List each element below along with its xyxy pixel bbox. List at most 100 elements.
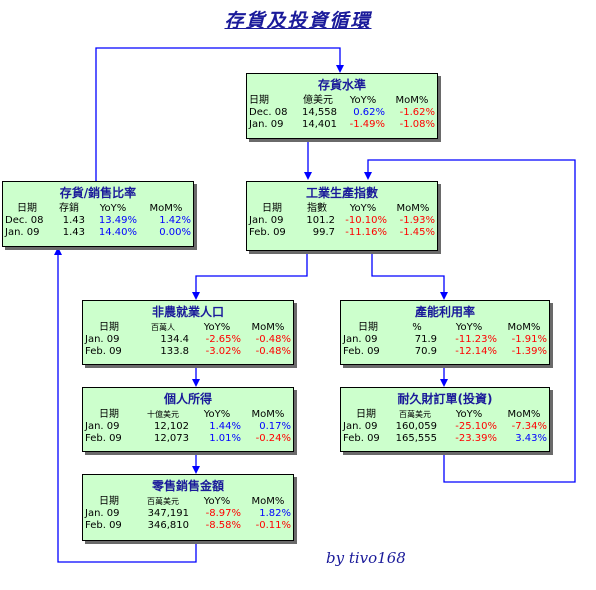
cell-date: Feb. 09 <box>343 433 380 444</box>
cell-mom: -1.93% <box>399 215 435 226</box>
header-date: 日期 <box>99 409 119 420</box>
header-mom: MoM% <box>251 322 285 333</box>
box-durable-goods-orders: 耐久財訂單(投資) 日期 百萬美元 YoY% MoM% Jan. 09 160,… <box>340 387 550 452</box>
arrow-production-to-capacity <box>371 251 448 300</box>
cell-value: 347,191 <box>147 508 189 519</box>
cell-mom: -1.39% <box>511 346 547 357</box>
cell-value: 14,558 <box>302 107 337 118</box>
header-mom: MoM% <box>396 203 430 214</box>
cell-value: 1.43 <box>62 215 85 226</box>
header-date: 日期 <box>99 322 119 333</box>
table-row: Jan. 09 134.4 -2.65% -0.48% <box>83 334 293 346</box>
cell-mom: 0.17% <box>259 421 291 432</box>
table-row: Jan. 09 71.9 -11.23% -1.91% <box>341 334 549 346</box>
table-row: Dec. 08 14,558 0.62% -1.62% <box>247 107 437 119</box>
cell-yoy: -25.10% <box>455 421 497 432</box>
cell-value: 101.2 <box>306 215 335 226</box>
cell-yoy: -11.16% <box>345 227 387 238</box>
header-yoy: YoY% <box>455 409 483 420</box>
cell-yoy: 13.49% <box>98 215 137 226</box>
cell-date: Jan. 09 <box>85 421 120 432</box>
header-value: 百萬美元 <box>147 497 179 506</box>
box-title: 非農就業人口 <box>151 305 224 319</box>
cell-mom: -1.62% <box>399 107 435 118</box>
cell-value: 14,401 <box>302 119 337 130</box>
table-row: Feb. 09 99.7 -11.16% -1.45% <box>247 227 437 239</box>
cell-value: 70.9 <box>414 346 437 357</box>
cell-value: 12,073 <box>154 433 189 444</box>
cell-yoy: -3.02% <box>205 346 241 357</box>
header-date: 日期 <box>262 203 282 214</box>
header-value: % <box>412 322 422 333</box>
cell-date: Feb. 09 <box>85 520 122 531</box>
header-value: 億美元 <box>303 95 333 106</box>
cell-yoy: 1.01% <box>209 433 241 444</box>
header-date: 日期 <box>99 496 119 507</box>
data-table: 日期 百萬美元 YoY% MoM% Jan. 09 347,191 -8.97%… <box>83 496 293 532</box>
box-capacity-utilization: 產能利用率 日期 % YoY% MoM% Jan. 09 71.9 -11.23… <box>340 300 550 365</box>
cell-mom: -0.11% <box>255 520 291 531</box>
box-industrial-production: 工業生產指數 日期 指數 YoY% MoM% Jan. 09 101.2 -10… <box>246 181 438 251</box>
cell-date: Jan. 09 <box>249 119 284 130</box>
cell-date: Dec. 08 <box>5 215 44 226</box>
header-value: 指數 <box>307 203 327 214</box>
header-yoy: YoY% <box>349 203 377 214</box>
header-mom: MoM% <box>149 203 183 214</box>
cell-date: Jan. 09 <box>85 508 120 519</box>
header-yoy: YoY% <box>203 409 231 420</box>
cell-value: 99.7 <box>312 227 335 238</box>
cell-mom: 1.42% <box>159 215 191 226</box>
table-row: Dec. 08 1.43 13.49% 1.42% <box>3 215 193 227</box>
cell-date: Jan. 09 <box>249 215 284 226</box>
cell-date: Jan. 09 <box>5 227 40 238</box>
cell-value: 12,102 <box>154 421 189 432</box>
header-mom: MoM% <box>395 95 429 106</box>
cell-mom: -0.24% <box>255 433 291 444</box>
box-title: 存貨/銷售比率 <box>59 186 137 200</box>
box-title: 個人所得 <box>163 392 212 406</box>
cell-yoy: 14.40% <box>98 227 137 238</box>
data-table: 日期 億美元 YoY% MoM% Dec. 08 14,558 0.62% -1… <box>247 95 437 131</box>
cell-mom: -1.45% <box>399 227 435 238</box>
cell-yoy: -23.39% <box>455 433 497 444</box>
table-row: Jan. 09 12,102 1.44% 0.17% <box>83 421 293 433</box>
box-inventory-sales-ratio: 存貨/銷售比率 日期 存銷 YoY% MoM% Dec. 08 1.43 13.… <box>2 181 194 247</box>
cell-value: 134.4 <box>160 334 189 345</box>
data-table: 日期 十億美元 YoY% MoM% Jan. 09 12,102 1.44% 0… <box>83 409 293 445</box>
cell-date: Feb. 09 <box>343 346 380 357</box>
arrow-retail-to-ratio <box>54 247 197 563</box>
cell-value: 165,555 <box>395 433 437 444</box>
box-personal-income: 個人所得 日期 十億美元 YoY% MoM% Jan. 09 12,102 1.… <box>82 387 294 452</box>
header-yoy: YoY% <box>99 203 127 214</box>
header-mom: MoM% <box>507 409 541 420</box>
header-yoy: YoY% <box>203 322 231 333</box>
box-title: 存貨水準 <box>317 78 366 92</box>
data-table: 日期 百萬美元 YoY% MoM% Jan. 09 160,059 -25.10… <box>341 409 549 445</box>
header-mom: MoM% <box>507 322 541 333</box>
table-row: Jan. 09 14,401 -1.49% -1.08% <box>247 119 437 131</box>
header-date: 日期 <box>356 409 376 420</box>
header-yoy: YoY% <box>455 322 483 333</box>
page-title: 存貨及投資循環 <box>224 10 372 32</box>
table-row: Jan. 09 347,191 -8.97% 1.82% <box>83 508 293 520</box>
box-nonfarm-payrolls: 非農就業人口 日期 百萬人 YoY% MoM% Jan. 09 134.4 -2… <box>82 300 294 365</box>
box-inventory-level: 存貨水準 日期 億美元 YoY% MoM% Dec. 08 14,558 0.6… <box>246 73 438 139</box>
header-value: 百萬美元 <box>399 410 431 419</box>
box-title: 產能利用率 <box>414 305 475 319</box>
cell-yoy: -10.10% <box>345 215 387 226</box>
header-date: 日期 <box>17 203 37 214</box>
cell-mom: -0.48% <box>255 346 291 357</box>
header-mom: MoM% <box>251 409 285 420</box>
table-row: Jan. 09 1.43 14.40% 0.00% <box>3 227 193 239</box>
cell-mom: 0.00% <box>159 227 191 238</box>
arrow-production-to-payrolls <box>192 251 308 300</box>
cell-yoy: -8.58% <box>205 520 241 531</box>
cell-yoy: -12.14% <box>455 346 497 357</box>
table-row: Feb. 09 70.9 -12.14% -1.39% <box>341 346 549 358</box>
cell-mom: -1.08% <box>399 119 435 130</box>
cell-value: 160,059 <box>395 421 437 432</box>
cell-date: Jan. 09 <box>343 334 378 345</box>
table-row: Jan. 09 101.2 -10.10% -1.93% <box>247 215 437 227</box>
cell-mom: -1.91% <box>511 334 547 345</box>
